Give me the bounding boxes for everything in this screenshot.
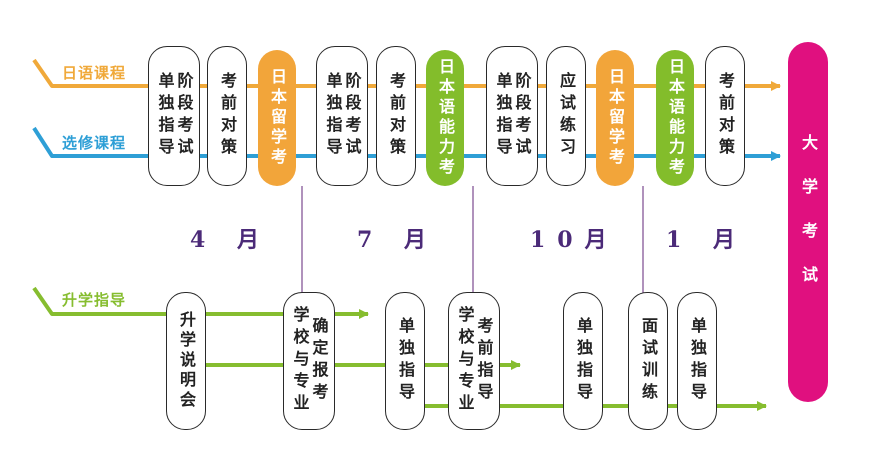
course-box-text: 单独指导 bbox=[155, 72, 175, 160]
guidance-box-text: 考前指导 bbox=[474, 317, 494, 405]
course-box: 应试练习 bbox=[546, 46, 586, 186]
jlpt-exam-box-text: 日本语能力考 bbox=[666, 58, 685, 178]
eju-exam-box: 日本留学考 bbox=[596, 50, 634, 186]
course-box-text: 阶段考试 bbox=[342, 72, 362, 160]
month-label-january: 1 月 bbox=[666, 227, 747, 253]
guidance-box: 单独指导 bbox=[385, 292, 425, 430]
course-box-text: 考前对策 bbox=[387, 72, 406, 160]
jlpt-exam-box-text: 日本语能力考 bbox=[436, 58, 455, 178]
guidance-box-text: 单独指导 bbox=[574, 317, 593, 405]
guidance-box: 确定报考学校与专业 bbox=[283, 292, 335, 430]
jlpt-exam-box: 日本语能力考 bbox=[426, 50, 464, 186]
guidance-box-text: 单独指导 bbox=[396, 317, 415, 405]
course-box: 阶段考试单独指导 bbox=[148, 46, 200, 186]
course-box-text: 应试练习 bbox=[557, 72, 576, 160]
course-box: 考前对策 bbox=[376, 46, 416, 186]
course-box: 考前对策 bbox=[705, 46, 745, 186]
month-label-april: 4 月 bbox=[190, 227, 271, 253]
guidance-box: 单独指导 bbox=[563, 292, 603, 430]
eju-exam-box: 日本留学考 bbox=[258, 50, 296, 186]
eju-exam-box-text: 日本留学考 bbox=[606, 68, 625, 168]
course-box-text: 单独指导 bbox=[493, 72, 513, 160]
guidance-box: 升学说明会 bbox=[166, 292, 206, 430]
guidance-box-text: 升学说明会 bbox=[177, 311, 196, 411]
course-box: 阶段考试单独指导 bbox=[316, 46, 368, 186]
guidance-box: 单独指导 bbox=[677, 292, 717, 430]
guidance-box: 面试训练 bbox=[628, 292, 668, 430]
course-box-text: 考前对策 bbox=[716, 72, 735, 160]
guidance-box-text: 面试训练 bbox=[639, 317, 658, 405]
course-box-text: 单独指导 bbox=[323, 72, 343, 160]
jlpt-exam-box: 日本语能力考 bbox=[656, 50, 694, 186]
university-exam-label: 大学考试 bbox=[799, 134, 818, 310]
guidance-box-text: 学校与专业 bbox=[455, 306, 475, 416]
month-label-july: 7 月 bbox=[357, 227, 438, 253]
course-box: 考前对策 bbox=[207, 46, 247, 186]
lane-label-japanese: 日语课程 bbox=[62, 64, 127, 82]
guidance-box-text: 确定报考 bbox=[309, 317, 329, 405]
course-box-text: 考前对策 bbox=[218, 72, 237, 160]
guidance-box-text: 单独指导 bbox=[688, 317, 707, 405]
guidance-lane-line bbox=[32, 286, 369, 319]
lane-label-guidance: 升学指导 bbox=[62, 291, 127, 309]
course-box-text: 阶段考试 bbox=[512, 72, 532, 160]
course-box-text: 阶段考试 bbox=[174, 72, 194, 160]
course-box: 阶段考试单独指导 bbox=[486, 46, 538, 186]
university-exam-box: 大学考试 bbox=[788, 42, 828, 402]
lane-label-elective: 选修课程 bbox=[62, 134, 127, 152]
guidance-box-text: 学校与专业 bbox=[290, 306, 310, 416]
month-label-october: 10月 bbox=[530, 227, 619, 253]
guidance-box: 考前指导学校与专业 bbox=[448, 292, 500, 430]
eju-exam-box-text: 日本留学考 bbox=[268, 68, 287, 168]
